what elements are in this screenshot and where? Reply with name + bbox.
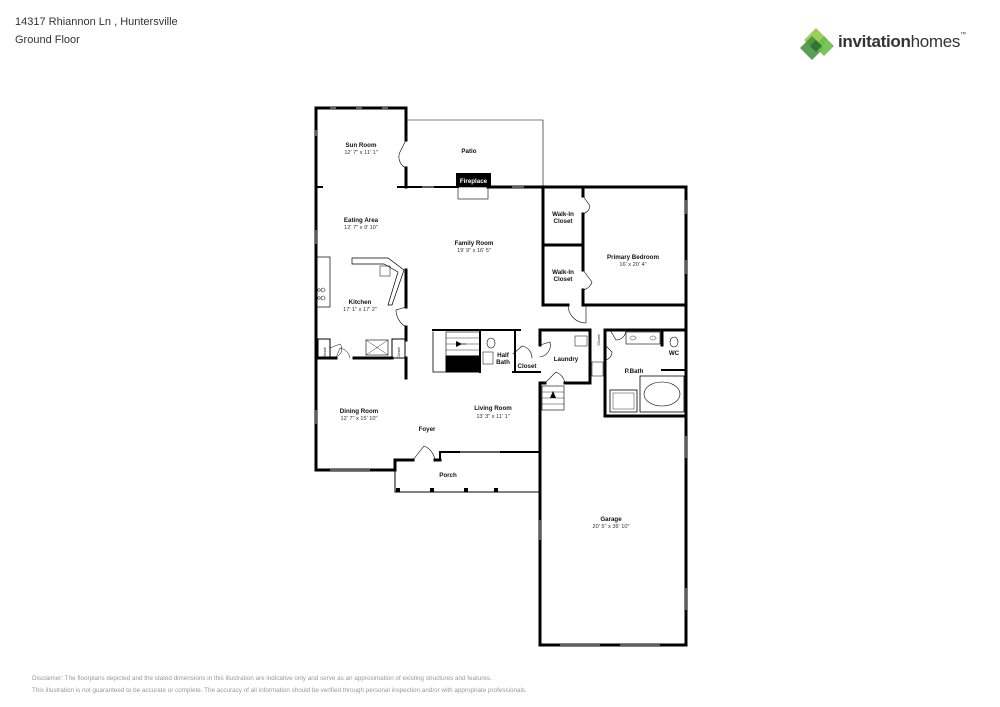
room-sun-room: Sun Room [346,142,377,149]
room-walkin-closet-2-line2: Closet [554,276,573,283]
room-kitchen: Kitchen [349,299,372,306]
room-foyer: Foyer [419,426,436,433]
floor-label: Ground Floor [15,34,80,46]
room-closet-mid: Closet [396,346,401,358]
room-half-bath-line2: Bath [496,359,510,366]
room-kitchen-dims: 17' 1" x 17' 2" [343,307,377,313]
room-garage-dims: 20' 5" x 36' 10" [593,524,630,530]
room-living-room: Living Room [474,405,512,412]
room-family-room-dims: 19' 9" x 16' 5" [457,248,491,254]
property-address: 14317 Rhiannon Ln , Huntersville [15,16,178,28]
room-walkin-closet-1-line2: Closet [554,218,573,225]
fireplace-label: Fireplace [460,178,488,185]
fireplace-box [456,173,491,187]
room-patio: Patio [461,148,476,155]
room-closet-left: Closet [322,346,327,358]
room-wc: WC [669,350,680,357]
disclaimer-line-2: This illustration is not guaranteed to b… [32,687,527,694]
room-closet-bath: Closet [596,333,601,345]
room-family-room: Family Room [455,240,494,247]
room-closet-hall: Closet [518,363,537,370]
room-living-room-dims: 13' 3" x 11' 1" [476,414,509,420]
stair-arrow-icon [456,341,462,347]
room-half-bath-line1: Half [497,352,510,359]
room-walkin-closet-2-line1: Walk-In [552,269,574,276]
brand-logo: invitationhomes™ [798,26,978,62]
room-garage: Garage [600,516,622,523]
logo-text: invitationhomes™ [838,32,966,51]
room-dining-room-dims: 12' 7" x 15' 10" [341,416,378,422]
room-laundry: Laundry [554,356,579,363]
stair-arrow-icon [550,391,556,398]
room-eating-area-dims: 12' 7" x 9' 10" [344,225,378,231]
invitation-homes-logo-icon [800,28,834,60]
room-dining-room: Dining Room [340,408,379,415]
room-eating-area: Eating Area [344,217,379,224]
room-walkin-closet-1-line1: Walk-In [552,211,574,218]
room-primary-bedroom: Primary Bedroom [607,254,659,261]
room-porch: Porch [439,472,457,479]
room-sun-room-dims: 12' 7" x 11' 1" [344,150,377,156]
disclaimer-line-1: Disclaimer: The floorplans depicted and … [32,675,492,682]
room-primary-bedroom-dims: 16' x 20' 4" [619,262,646,268]
room-pbath: P.Bath [625,368,644,375]
